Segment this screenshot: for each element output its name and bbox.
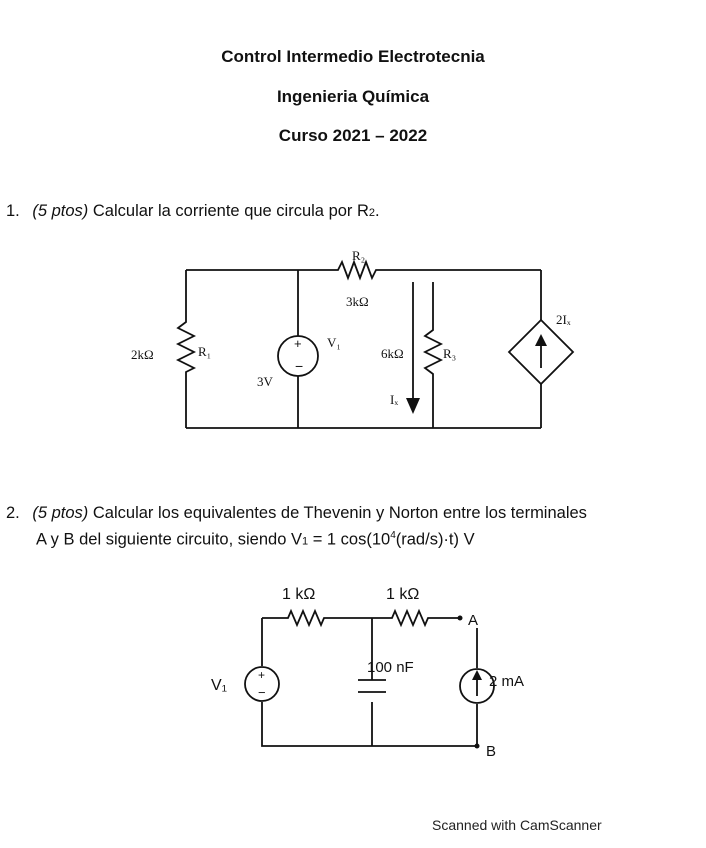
q2-points: (5 ptos) [32, 504, 89, 522]
svg-text:−: − [295, 358, 303, 374]
q1-r1-value: 2kΩ [131, 347, 154, 362]
header-degree: Ingenieria Química [276, 87, 430, 106]
q2-r-left: 1 kΩ [282, 586, 315, 603]
q1-r2-label: R₂ [352, 248, 365, 263]
q1-dep-label: 2Iₓ [556, 312, 571, 327]
q2-cap: 100 nF [367, 659, 414, 676]
q1-r3-value: 6kΩ [381, 346, 404, 361]
svg-text:−: − [258, 685, 266, 700]
q2-r-right: 1 kΩ [386, 586, 419, 603]
q1-v1-label: V₁ [327, 335, 341, 350]
q1-points: (5 ptos) [32, 202, 89, 220]
scanner-watermark: Scanned with CamScanner [432, 817, 602, 833]
svg-text:+: + [258, 668, 265, 682]
q1-r1-label: R₁ [198, 344, 211, 359]
q2-isrc: 2 mA [489, 673, 524, 690]
q1-number: 1. [6, 202, 20, 220]
question-2: 2. (5 ptos) Calcular los equivalentes de… [6, 502, 587, 524]
q2-term-b: B [486, 743, 496, 760]
header-course: Curso 2021 – 2022 [278, 126, 428, 145]
q2-number: 2. [6, 504, 20, 522]
q2-line1: Calcular los equivalentes de Thevenin y … [88, 504, 587, 522]
q1-r2-value: 3kΩ [346, 294, 369, 309]
q2-v1-label: V₁ [211, 677, 227, 694]
question-1: 1. (5 ptos) Calcular la corriente que ci… [6, 202, 380, 220]
q1-v1-value: 3V [257, 374, 274, 389]
q1-r3-label: R₃ [443, 346, 456, 361]
question-2-line2: A y B del siguiente circuito, siendo V1 … [36, 530, 475, 549]
q1-sub: 2 [368, 207, 376, 219]
header-title: Control Intermedio Electrotecnia [221, 47, 485, 66]
q1-ix-label: Iₓ [390, 392, 398, 407]
q2-term-a: A [468, 612, 478, 629]
svg-text:+: + [294, 336, 302, 351]
q1-text: Calcular la corriente que circula por R [88, 202, 369, 220]
